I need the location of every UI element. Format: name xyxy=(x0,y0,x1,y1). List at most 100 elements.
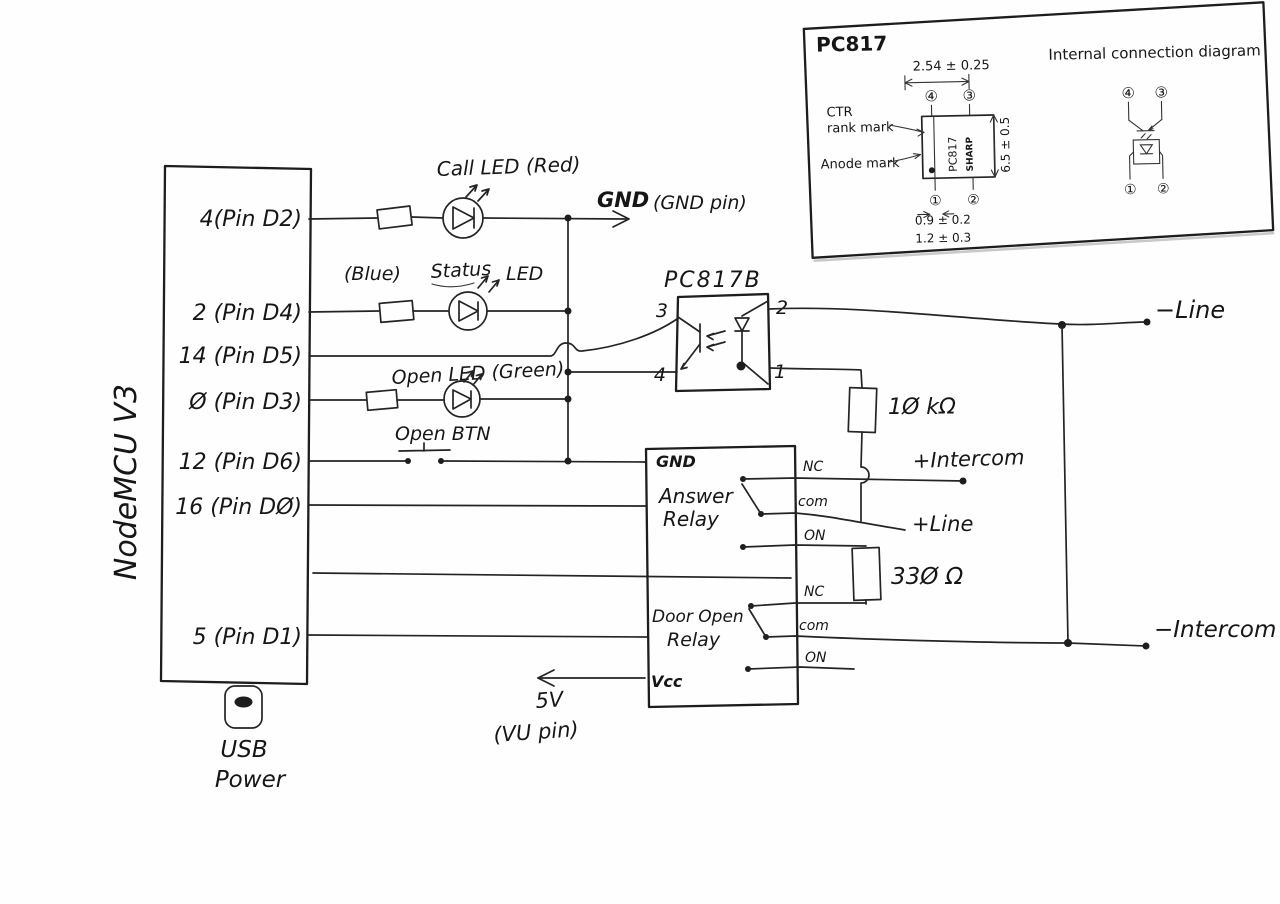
pushbutton-symbol xyxy=(398,442,451,464)
status-led-symbol xyxy=(448,275,500,331)
opto-name: PC817B xyxy=(664,268,762,293)
nodemcu-box xyxy=(159,164,313,686)
gnd-bus xyxy=(564,214,678,465)
resistor-10k-label: 1Ø kΩ xyxy=(888,395,956,420)
pin3-circled: ③ xyxy=(962,86,976,104)
intercom-neg-end-dot xyxy=(1142,642,1150,650)
internal-connection-diagram: ④ ③ ① ② xyxy=(1121,83,1169,198)
resistor-body xyxy=(847,386,878,434)
usb-label-line1: USB xyxy=(220,737,267,763)
opto-pin1: 1 xyxy=(774,361,786,383)
wire-opto1-r10k xyxy=(769,367,863,389)
ic-light-arrows xyxy=(1140,133,1152,140)
answer-relay-switch: NC com ON xyxy=(740,459,964,550)
ctr-arrow xyxy=(889,124,925,137)
nodemcu-module: NodeMCU V3 4(Pin D2) 2 (Pin D4) 14 (Pin … xyxy=(109,164,313,793)
dim-side-arrows xyxy=(989,114,999,178)
status-color-label: (Blue) xyxy=(344,263,401,285)
junction xyxy=(564,457,572,465)
wire-nc-r330 xyxy=(750,602,867,607)
pin-label-d1: 5 (Pin D1) xyxy=(193,625,302,650)
resistor-open-led xyxy=(365,388,399,412)
inset-title: PC817 xyxy=(816,31,888,56)
call-led-branch: Call LED (Red) GND (GND pin) xyxy=(308,152,747,239)
pin-stubs-top xyxy=(930,103,971,117)
resistor-330-label: 33Ø Ω xyxy=(891,564,964,590)
wire-led-gnd xyxy=(482,217,627,220)
led-body xyxy=(442,197,484,239)
optocoupler-pc817b: PC817B 3 4 2 1 xyxy=(654,268,788,393)
ic-led-box xyxy=(1132,138,1161,165)
answer-relay-label2: Relay xyxy=(663,507,720,531)
net-labels: +Intercom +Line −Intercom xyxy=(912,324,1276,650)
led-triangle xyxy=(452,206,475,230)
usb-label-line2: Power xyxy=(215,767,287,793)
datasheet-inset: PC817 Internal connection diagram 2.54 ±… xyxy=(802,1,1275,263)
switch-arm xyxy=(741,483,762,515)
led-triangle xyxy=(734,317,750,332)
ctr-label-line2: rank mark xyxy=(827,120,894,136)
resistor-330: 33Ø Ω xyxy=(851,546,964,605)
led-triangle xyxy=(452,389,472,410)
opto-pin3: 3 xyxy=(656,300,668,322)
open-btn-label: Open BTN xyxy=(395,423,491,445)
dim-b2-label: 1.2 ± 0.3 xyxy=(915,230,971,245)
vu-pin-label: (VU pin) xyxy=(493,717,580,747)
status-led-branch: (Blue) Status LED xyxy=(308,258,569,331)
opto-phototransistor xyxy=(677,316,726,370)
call-led-symbol xyxy=(442,184,490,239)
relay-vcc-label: Vcc xyxy=(651,672,683,691)
line-neg-end-dot xyxy=(1143,318,1151,326)
resistor-status-led xyxy=(378,299,415,324)
usb-port-opening xyxy=(234,696,253,708)
dim-b1-label: 0.9 ± 0.2 xyxy=(915,212,971,227)
answer-on-label: ON xyxy=(804,528,826,544)
wire-on-r330 xyxy=(742,544,867,548)
anode-arrow xyxy=(888,153,922,163)
ic-leads-bottom xyxy=(1129,150,1164,180)
wire-com-intercom-neg xyxy=(765,635,1147,647)
junction xyxy=(564,368,572,376)
pin1-circled: ① xyxy=(929,193,942,209)
pin-label-d5: 14 (Pin D5) xyxy=(179,344,302,369)
door-on-label: ON xyxy=(805,650,827,666)
usb-connector xyxy=(224,685,263,729)
wire-on-stub xyxy=(747,666,855,670)
relay-box xyxy=(644,444,800,709)
pin-label-d4: 2 (Pin D4) xyxy=(193,301,302,326)
opto-led xyxy=(734,300,769,385)
anode-mark-dot xyxy=(736,361,746,371)
ic-pin4-circled: ④ xyxy=(1121,84,1135,102)
line-neg-label: −Line xyxy=(1155,296,1225,324)
led-cathode-lead xyxy=(741,330,769,385)
button-terminal xyxy=(405,458,411,464)
wire-d4-resistor xyxy=(308,310,380,313)
open-led-label: Open LED (Green) xyxy=(391,358,565,389)
wire-nc-intercom-pos xyxy=(742,477,964,482)
door-com-label: com xyxy=(799,618,829,634)
wire-com-line-pos xyxy=(760,512,906,531)
status-led-word-label: LED xyxy=(506,263,543,285)
pin2-circled: ② xyxy=(967,192,980,208)
intercom-pos-label: +Intercom xyxy=(912,445,1025,473)
5v-arrowhead xyxy=(537,669,555,687)
package-inner-line xyxy=(933,115,936,179)
relay-gnd-label: GND xyxy=(656,452,696,471)
answer-com-label: com xyxy=(798,494,828,510)
pin-label-d6: 12 (Pin D6) xyxy=(179,450,302,475)
wire-lineneg-intercomneg-link xyxy=(1061,324,1069,644)
button-bar xyxy=(398,442,451,452)
wire-d2-resistor xyxy=(308,217,378,220)
intercom-pos-end-dot xyxy=(959,477,967,485)
ic-pin1-circled: ① xyxy=(1124,182,1137,198)
led-emission-arrows xyxy=(477,275,500,293)
wire-opto2-lineneg xyxy=(769,307,1148,326)
wire-d1-relay xyxy=(308,634,649,638)
resistor-10k: 1Ø kΩ xyxy=(847,386,956,522)
door-relay-switch: NC com ON xyxy=(745,584,1147,672)
pin4-circled: ④ xyxy=(924,87,938,105)
led-anode-lead xyxy=(741,300,769,317)
dim-top-label: 2.54 ± 0.25 xyxy=(912,58,989,75)
